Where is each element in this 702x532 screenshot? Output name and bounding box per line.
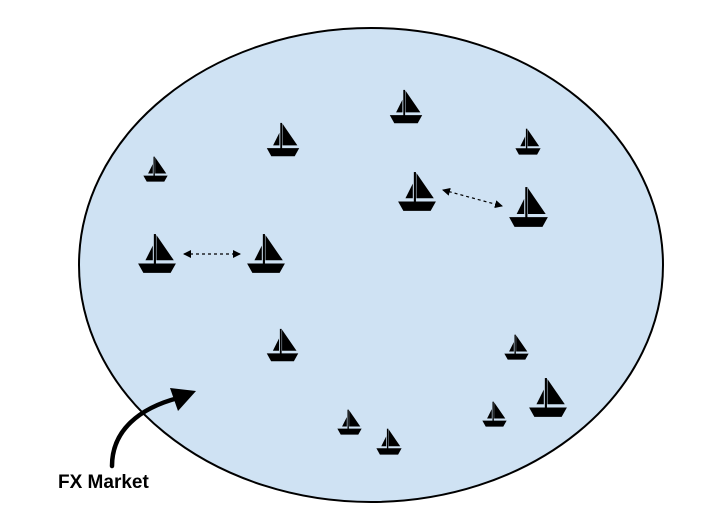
fx-market-label: FX Market [58,472,149,493]
fx-market-area [78,27,664,503]
trade-connection-arrow [442,187,503,209]
curved-arrow-icon [109,388,196,469]
